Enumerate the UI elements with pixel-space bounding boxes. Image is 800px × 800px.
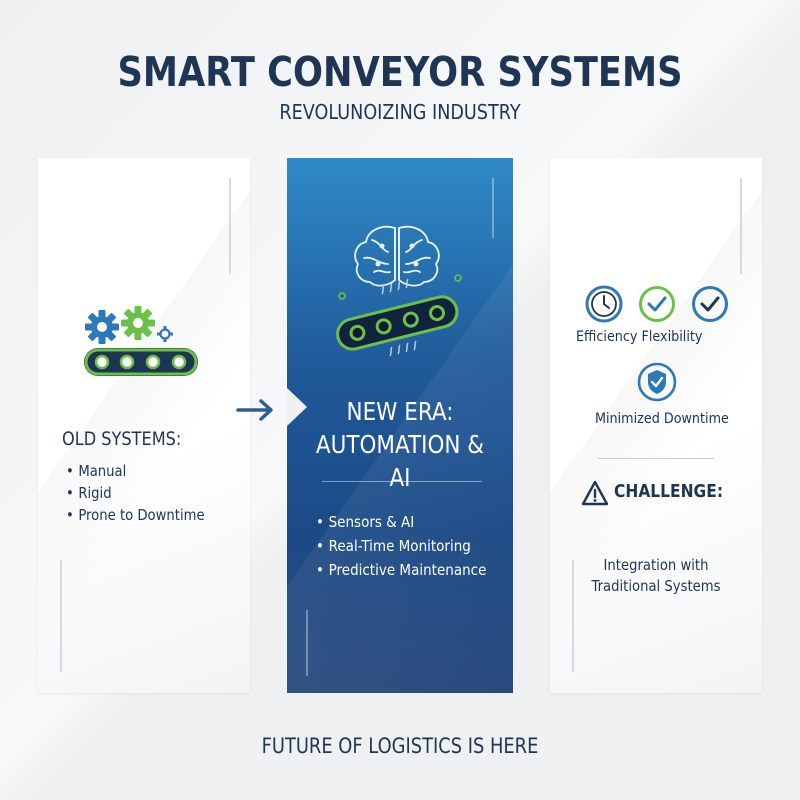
panel-accent-line xyxy=(229,178,231,274)
new-era-heading: NEW ERA: xyxy=(346,397,454,426)
panel-accent-line xyxy=(306,610,308,676)
benefits-panel xyxy=(550,158,762,693)
downtime-label: Minimized Downtime xyxy=(595,411,729,427)
challenge-heading: CHALLENGE: xyxy=(614,481,724,502)
list-item: Predictive Maintenance xyxy=(316,558,486,582)
list-item: Real-Time Monitoring xyxy=(316,534,486,558)
panel-accent-line xyxy=(572,560,574,672)
new-era-panel xyxy=(287,158,513,693)
warning-icon xyxy=(581,480,609,506)
old-systems-panel xyxy=(38,158,250,693)
brain-conveyor-icon xyxy=(336,225,462,357)
panel-accent-line xyxy=(492,178,494,238)
list-item: Prone to Downtime xyxy=(66,504,205,526)
old-systems-list: Manual Rigid Prone to Downtime xyxy=(66,460,224,526)
list-item: Sensors & AI xyxy=(316,510,486,534)
challenge-text-line1: Integration with xyxy=(603,556,709,574)
new-era-list: Sensors & AI Real-Time Monitoring Predic… xyxy=(316,510,505,582)
page-subtitle: REVOLUNOIZING INDUSTRY xyxy=(279,100,521,124)
panel-accent-line xyxy=(740,178,742,274)
old-systems-heading: OLD SYSTEMS: xyxy=(62,428,182,450)
clock-icon xyxy=(585,285,623,323)
divider xyxy=(598,458,714,459)
check-circle-icon xyxy=(639,286,675,322)
benefits-label: Efficiency Flexibility xyxy=(576,329,703,345)
footer-text: FUTURE OF LOGISTICS IS HERE xyxy=(261,734,539,758)
check-circle-icon xyxy=(692,286,728,322)
panel-notch xyxy=(287,388,307,426)
new-era-subheading: AUTOMATION & AI xyxy=(315,430,485,492)
list-item: Rigid xyxy=(66,482,205,504)
divider xyxy=(322,481,482,482)
gears-conveyor-icon xyxy=(84,306,198,376)
challenge-text-line2: Traditional Systems xyxy=(591,577,721,595)
panel-accent-line xyxy=(60,560,62,672)
page-title: SMART CONVEYOR SYSTEMS xyxy=(117,48,683,96)
arrow-right-icon xyxy=(236,399,273,421)
shield-check-icon xyxy=(637,362,677,402)
list-item: Manual xyxy=(66,460,205,482)
